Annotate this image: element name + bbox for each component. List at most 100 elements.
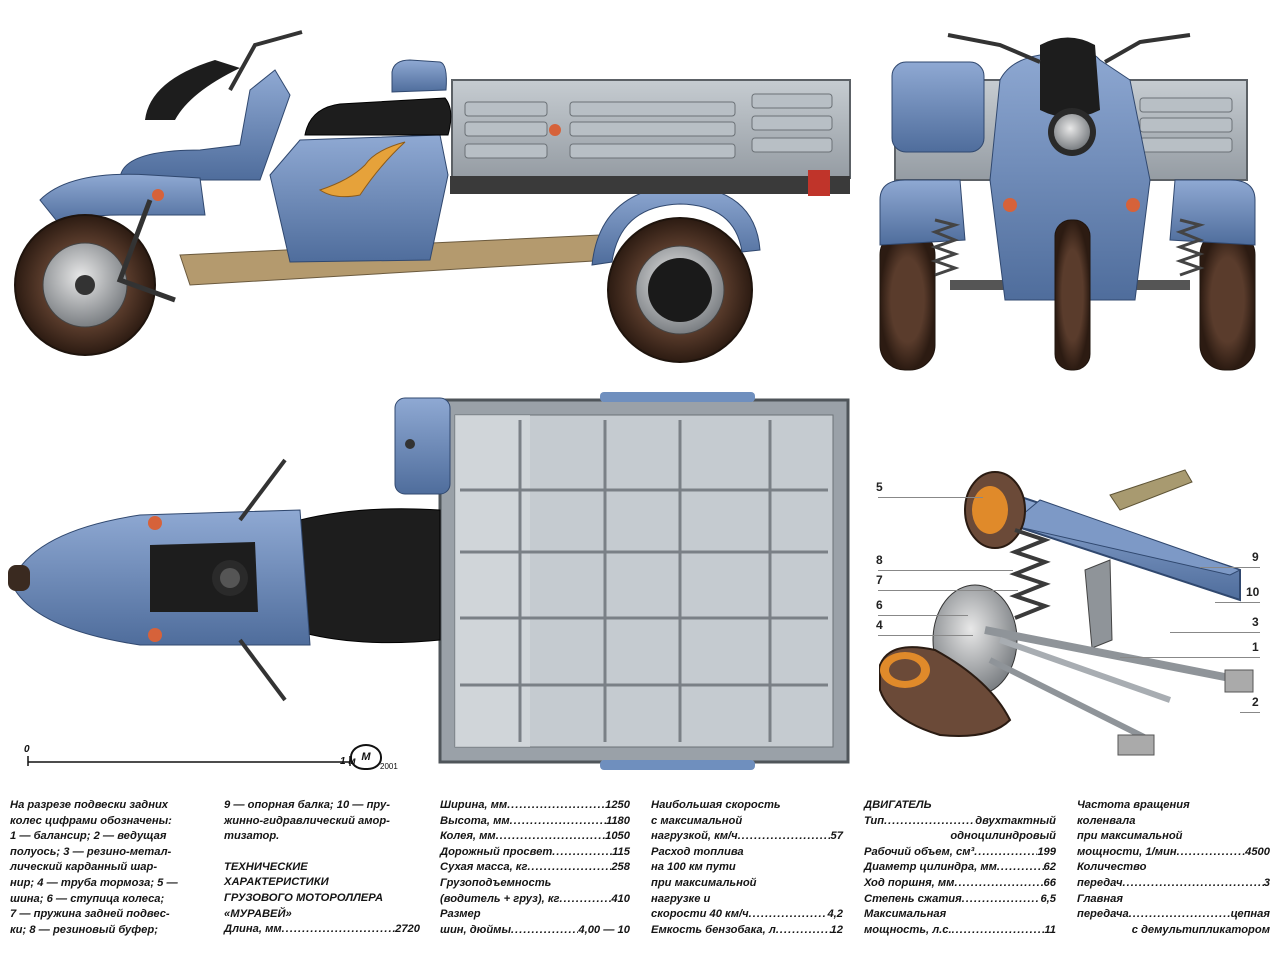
- callout-3: 3: [1252, 615, 1259, 629]
- shock-absorber: [1084, 559, 1113, 649]
- callout-1: 1: [1252, 640, 1259, 654]
- leg-shield-top: [145, 60, 240, 120]
- caption-line: полуось; 3 — резино-метал-: [10, 845, 172, 858]
- spec-height: Высота, мм1180: [440, 814, 630, 830]
- tech-heading-line: ХАРАКТЕРИСТИКИ: [224, 876, 329, 889]
- logo-year: 2001: [380, 762, 398, 771]
- callout-7: 7: [876, 573, 883, 587]
- specs-column-5: ДВИГАТЕЛЬ Типдвухтактный одноцилиндровый…: [864, 798, 1056, 938]
- left-rear-wheel: [879, 229, 936, 371]
- fuel-tank: [391, 59, 447, 93]
- caption-line: 7 — пружина задней подвес-: [10, 908, 170, 921]
- engine-heading: ДВИГАТЕЛЬ: [864, 799, 932, 811]
- front-wheel-front: [1054, 219, 1091, 371]
- spec-max-speed: нагрузкой, км/ч57: [651, 829, 843, 845]
- fuel-tank-front: [891, 61, 985, 153]
- bed-ribs: [460, 420, 828, 742]
- scale-bar: [27, 756, 351, 766]
- specs-column-6: Частота вращения коленвала при максималь…: [1077, 798, 1270, 938]
- spec-rpm-line: при максимальной: [1077, 830, 1183, 843]
- specs-column-3: Ширина, мм1250 Высота, мм1180 Колея, мм1…: [440, 798, 630, 938]
- callout-6: 6: [876, 598, 883, 612]
- handlebar: [228, 30, 303, 91]
- caption-line: 9 — опорная балка; 10 — пру-: [224, 799, 390, 811]
- caption-column-1: На разрезе подвески задних колес цифрами…: [10, 798, 210, 938]
- scale-zero-label: 0: [24, 744, 30, 755]
- spec-max-power: мощность, л.с.11: [864, 923, 1056, 939]
- spec-payload: (водитель + груз), кг410: [440, 892, 630, 908]
- technical-illustration: [8, 30, 1256, 770]
- publisher-logo: M: [350, 744, 382, 770]
- spec-final-drive-cont: с демультипликатором: [1131, 923, 1270, 936]
- handlebar-top: [238, 638, 287, 702]
- spec-engine-type-cont: одноцилиндровый: [950, 830, 1056, 843]
- spec-rpm-line: коленвала: [1077, 814, 1136, 827]
- side-view: [14, 30, 851, 363]
- spec-speed-line: с максимальной: [651, 814, 743, 827]
- rear-suspension-cutaway: [879, 469, 1254, 756]
- spec-power-line: Максимальная: [864, 908, 947, 921]
- callout-4: 4: [876, 618, 883, 632]
- spec-fuel-line: на 100 км пути: [651, 861, 736, 874]
- body-decal: [318, 141, 406, 198]
- spec-tire-line: Размер: [440, 908, 481, 921]
- spec-compression: Степень сжатия6,5: [864, 892, 1056, 908]
- top-view: [8, 392, 850, 770]
- seat-top: [299, 508, 441, 644]
- callout-2: 2: [1252, 695, 1259, 709]
- caption-line: тизатор.: [224, 830, 280, 843]
- caption-line: колес цифрами обозначены:: [10, 814, 172, 827]
- callout-10: 10: [1246, 585, 1260, 599]
- spec-final-drive: передачацепная: [1077, 907, 1270, 923]
- spec-clearance: Дорожный просвет115: [440, 845, 630, 861]
- tech-heading-line: ГРУЗОВОГО МОТОРОЛЛЕРА: [224, 891, 384, 904]
- caption-line: шина; 6 — ступица колеса;: [10, 892, 165, 905]
- tech-heading-line: «МУРАВЕЙ»: [224, 907, 292, 920]
- spec-engine-type: Типдвухтактный: [864, 814, 1056, 830]
- callout-5: 5: [876, 480, 883, 494]
- front-shield: [119, 69, 291, 181]
- mounting-bracket: [1109, 469, 1193, 511]
- spec-drive-line: Главная: [1077, 892, 1123, 905]
- spec-tank-capacity: Емкость бензобака, л12: [651, 923, 843, 939]
- tech-heading-line: ТЕХНИЧЕСКИЕ: [224, 860, 308, 873]
- headset: [1040, 37, 1100, 118]
- spec-fuel-line: Расход топлива: [651, 845, 744, 858]
- headlight: [1054, 114, 1090, 150]
- seat: [304, 97, 452, 136]
- spec-length: Длина, мм2720: [224, 922, 420, 938]
- spec-displacement: Рабочий объем, см³199: [864, 845, 1056, 861]
- spec-track: Колея, мм1050: [440, 829, 630, 845]
- balancer: [999, 637, 1171, 703]
- spec-fuel-line: нагрузке и: [651, 892, 711, 905]
- specs-column-4: Наибольшая скорость с максимальной нагру…: [651, 798, 843, 938]
- front-fork: [116, 199, 176, 303]
- left-fender: [879, 179, 966, 246]
- spec-fuel-line: при максимальной: [651, 876, 757, 889]
- spec-gears: передач3: [1077, 876, 1270, 892]
- bed-underframe: [450, 176, 850, 194]
- spec-tire-size: шин, дюймы4,00 — 10: [440, 923, 630, 939]
- callout-9: 9: [1252, 550, 1259, 564]
- spec-payload-line: Грузоподъемность: [440, 876, 552, 889]
- spec-fuel-consumption: скорости 40 км/ч4,2: [651, 907, 843, 923]
- spec-rpm-line: Частота вращения: [1077, 799, 1190, 811]
- handlebar-front: [1104, 33, 1191, 64]
- spec-rpm: мощности, 1/мин4500: [1077, 845, 1270, 861]
- spec-bore: Диаметр цилиндра, мм62: [864, 860, 1056, 876]
- spec-speed-line: Наибольшая скорость: [651, 799, 781, 811]
- scale-one-label: 1 м: [340, 756, 356, 767]
- caption-line: 1 — балансир; 2 — ведущая: [10, 830, 167, 843]
- caption-column-2: 9 — опорная балка; 10 — пру- жинно-гидра…: [224, 798, 420, 938]
- caption-line: нир; 4 — труба тормоза; 5 —: [10, 876, 178, 889]
- caption-line: лический карданный шар-: [10, 861, 158, 874]
- half-shaft: [984, 626, 1241, 684]
- engine-cover: [269, 134, 449, 263]
- rear-hub-cap: [648, 258, 712, 322]
- callout-8: 8: [876, 553, 883, 567]
- caption-line: ки; 8 — резиновый буфер;: [10, 923, 158, 936]
- fuel-tank-top: [394, 397, 451, 495]
- spec-gears-line: Количество: [1077, 861, 1147, 874]
- front-view: [879, 33, 1256, 371]
- spec-stroke: Ход поршня, мм66: [864, 876, 1056, 892]
